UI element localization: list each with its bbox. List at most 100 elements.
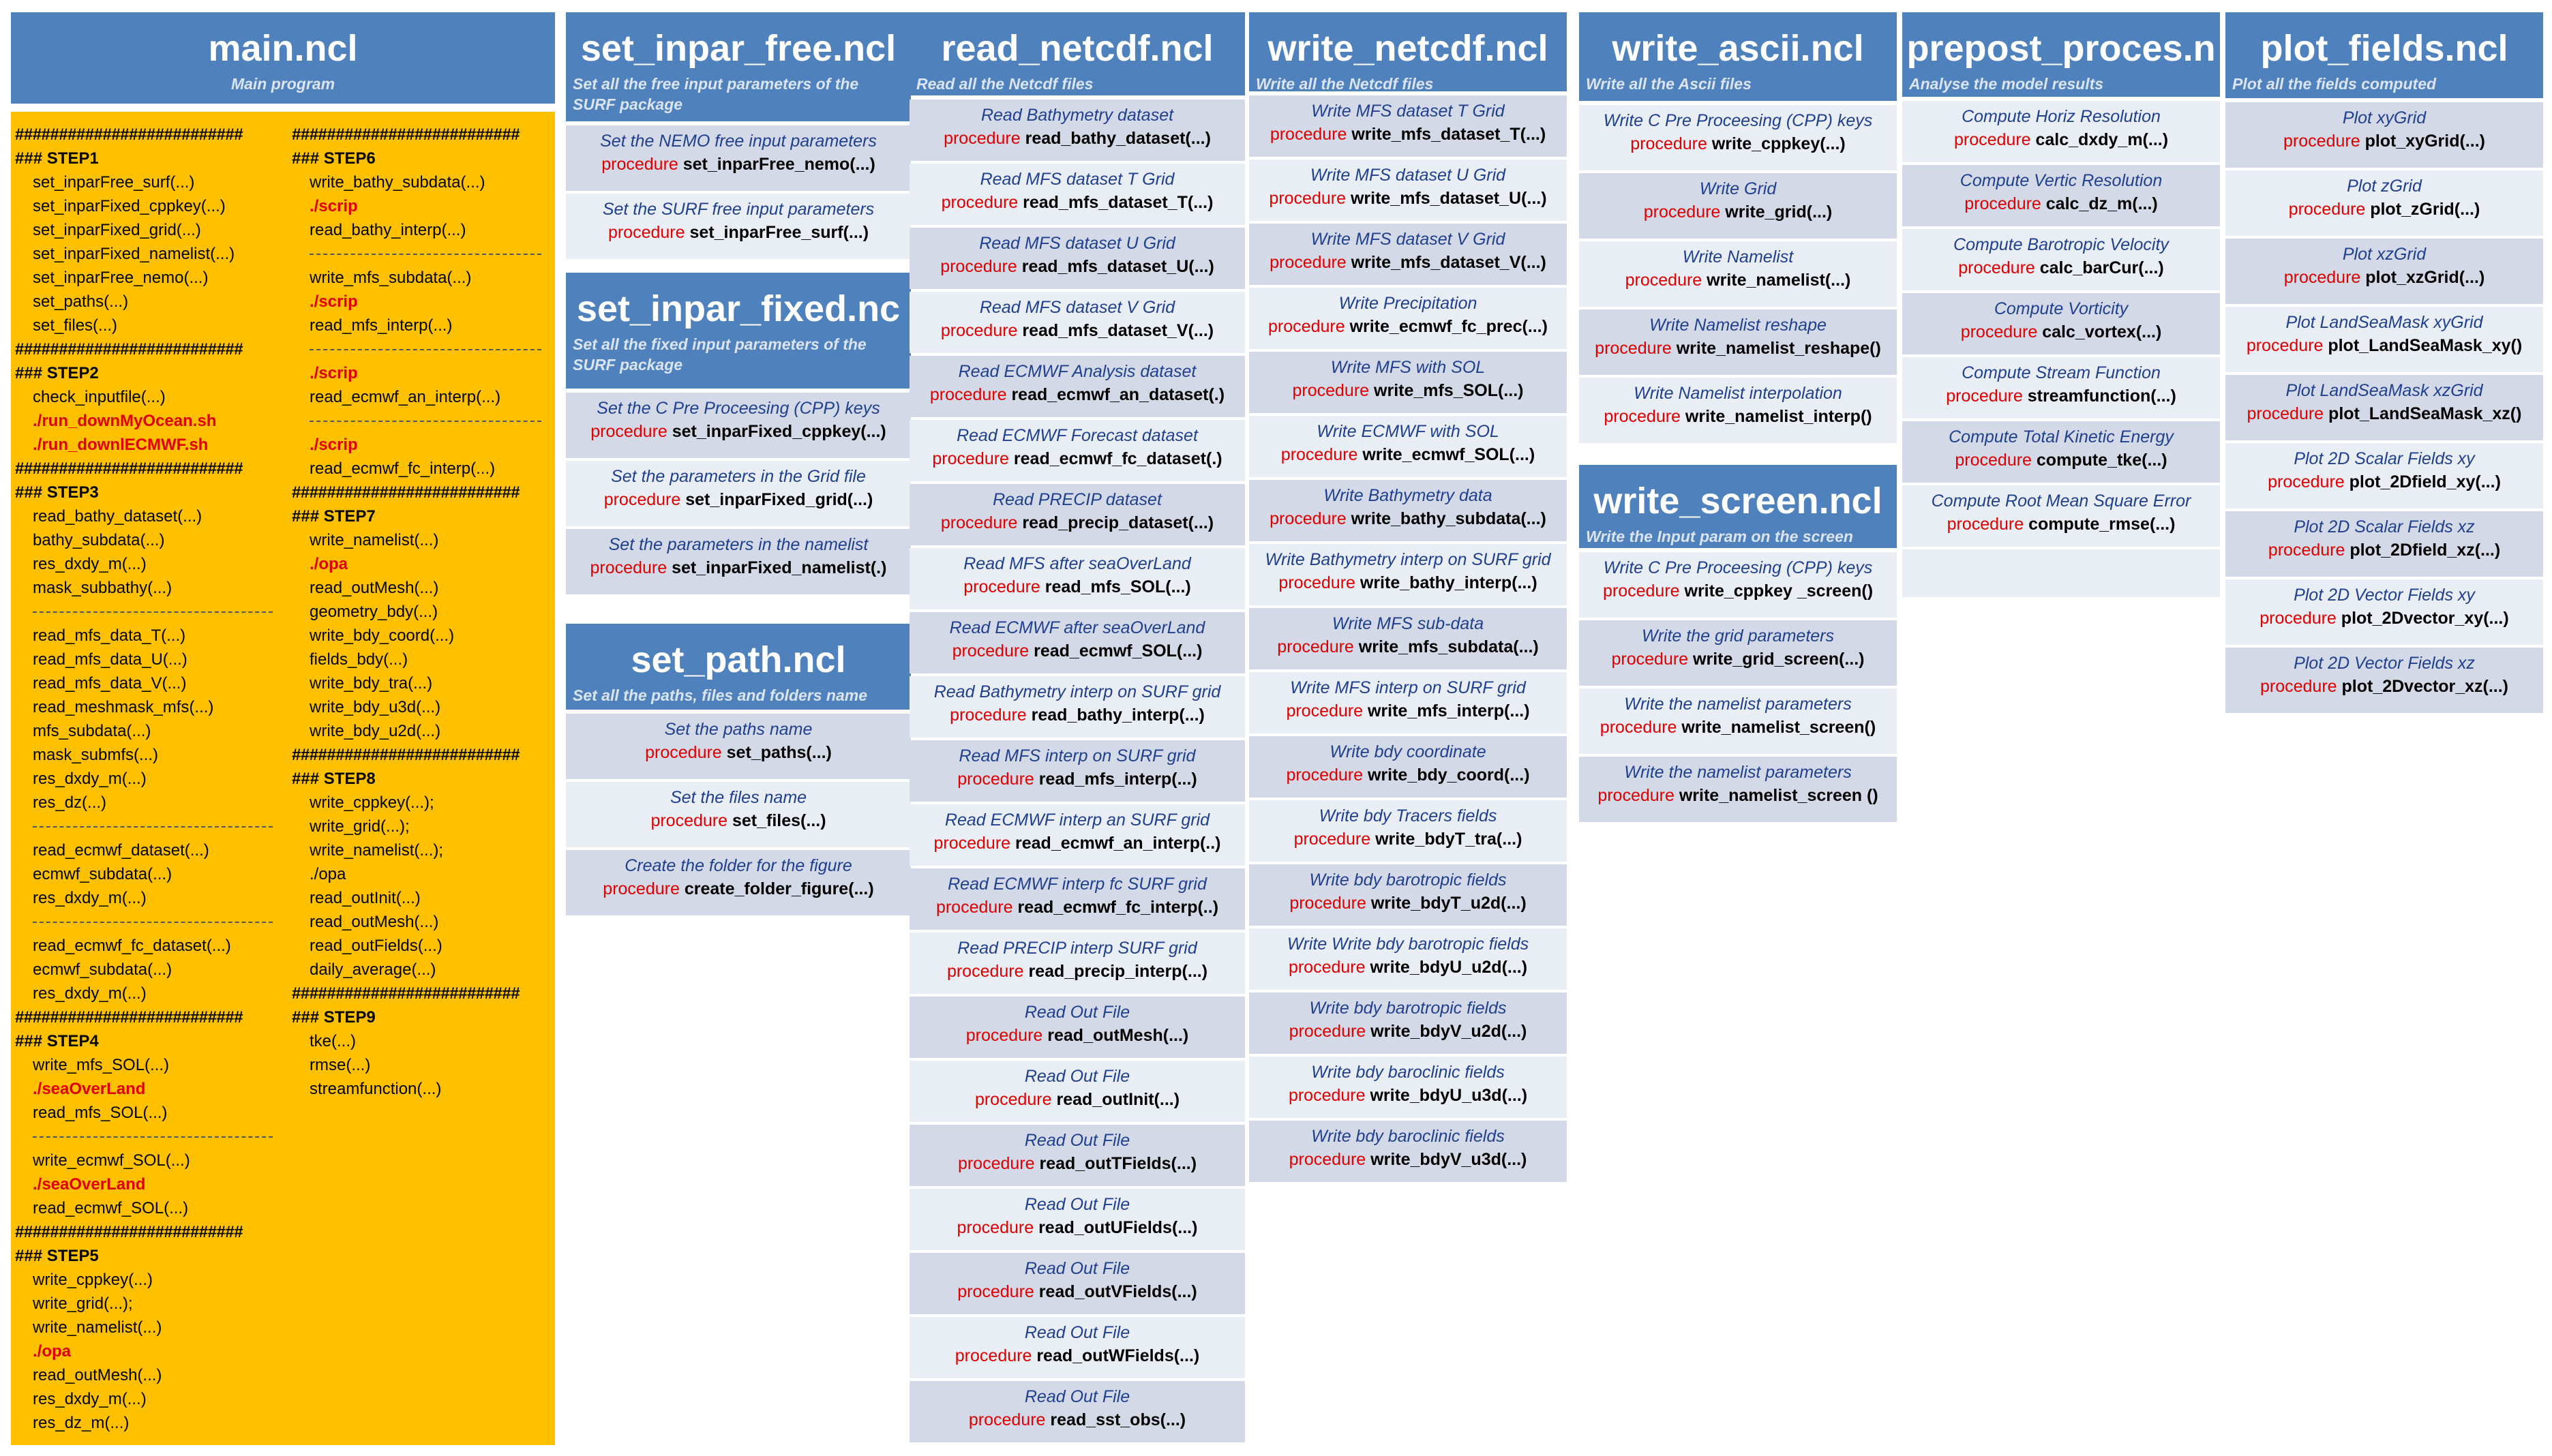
procedure-description: Compute Total Kinetic Energy (1949, 427, 2174, 446)
function-call: ecmwf_subdata(...) (33, 865, 172, 883)
procedure-name: create_folder_figure(...) (684, 879, 874, 898)
module-title: main.ncl (208, 28, 358, 69)
procedure-name: write_mfs_subdata(...) (1358, 637, 1539, 656)
procedure-keyword: procedure (1289, 1022, 1366, 1041)
procedure-name: read_outInit(...) (1056, 1090, 1180, 1109)
procedure-keyword: procedure (1630, 134, 1707, 153)
procedure-signature: procedure write_mfs_interp(...) (1249, 699, 1567, 723)
procedure-name: calc_vortex(...) (2042, 322, 2162, 342)
procedure-description: Plot 2D Vector Fields xy (2294, 586, 2475, 605)
function-call: read_bathy_interp(...) (310, 221, 466, 239)
procedure-keyword: procedure (2260, 677, 2337, 696)
procedure-description: Write MFS dataset V Grid (1310, 230, 1505, 249)
procedure-keyword: procedure (1280, 445, 1358, 464)
procedure-description: Read MFS dataset U Grid (979, 234, 1175, 253)
procedure-signature: procedure calc_dz_m(...) (1902, 192, 2220, 215)
procedure-description: Read Out File (1024, 1323, 1130, 1342)
procedure-description: Write Write bdy barotropic fields (1287, 935, 1529, 954)
function-call: read_outMesh(...) (310, 913, 439, 931)
procedure-keyword: procedure (944, 129, 1021, 148)
procedure-description: Write Namelist reshape (1649, 316, 1827, 335)
script-call: ./seaOverLand (33, 1175, 146, 1194)
procedure-name: calc_dxdy_m(...) (2035, 130, 2169, 149)
procedure-name: write_grid_screen(...) (1693, 650, 1865, 669)
procedure-description: Read ECMWF Forecast dataset (957, 426, 1198, 445)
